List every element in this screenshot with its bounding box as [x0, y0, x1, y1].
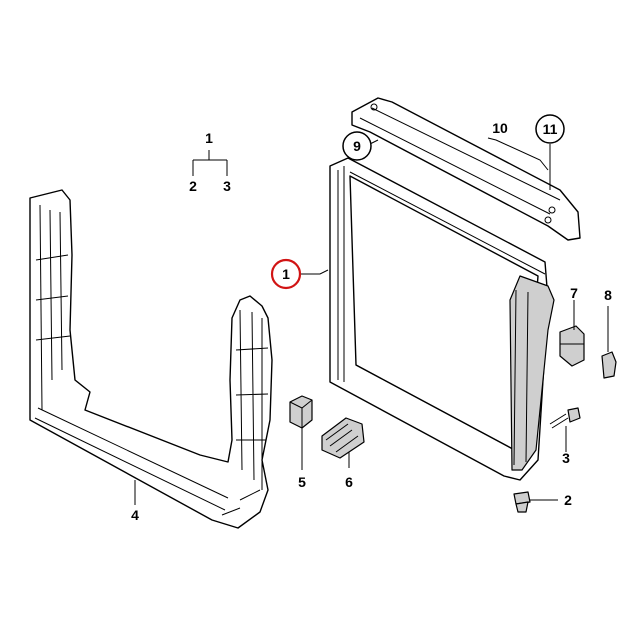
upper-shroud: [351, 97, 581, 241]
clip-7: [559, 325, 585, 367]
callout-8: 8: [604, 287, 612, 303]
radiator: [329, 157, 555, 481]
callout-6: 6: [345, 474, 353, 490]
callout-3-screw: 3: [562, 450, 570, 466]
callout-9: 9: [353, 138, 361, 154]
callout-11-ring: [535, 114, 565, 144]
callouts: 1 2 3 1 9 10 11 7 8 3 2 6 5 4: [131, 114, 612, 523]
callout-9-ring: [342, 131, 372, 161]
rubber-mount: [289, 395, 313, 429]
callout-1-highlight-ring: [270, 258, 302, 290]
callout-3-group: 3: [223, 178, 231, 194]
callout-11: 11: [543, 121, 558, 137]
callout-2-bolt: 2: [564, 492, 572, 508]
bolt: [513, 491, 531, 513]
callout-2-group: 2: [189, 178, 197, 194]
support-mount: [321, 417, 365, 459]
callout-4: 4: [131, 507, 139, 523]
carrier-frame: [29, 189, 273, 529]
callout-1-group: 1: [205, 130, 213, 146]
leader-lines: [134, 137, 609, 505]
callout-1-radiator: 1: [282, 266, 290, 282]
callout-5: 5: [298, 474, 306, 490]
clip-8: [601, 351, 617, 379]
screw: [549, 407, 581, 429]
callout-7: 7: [570, 285, 578, 301]
callout-10: 10: [492, 120, 508, 136]
